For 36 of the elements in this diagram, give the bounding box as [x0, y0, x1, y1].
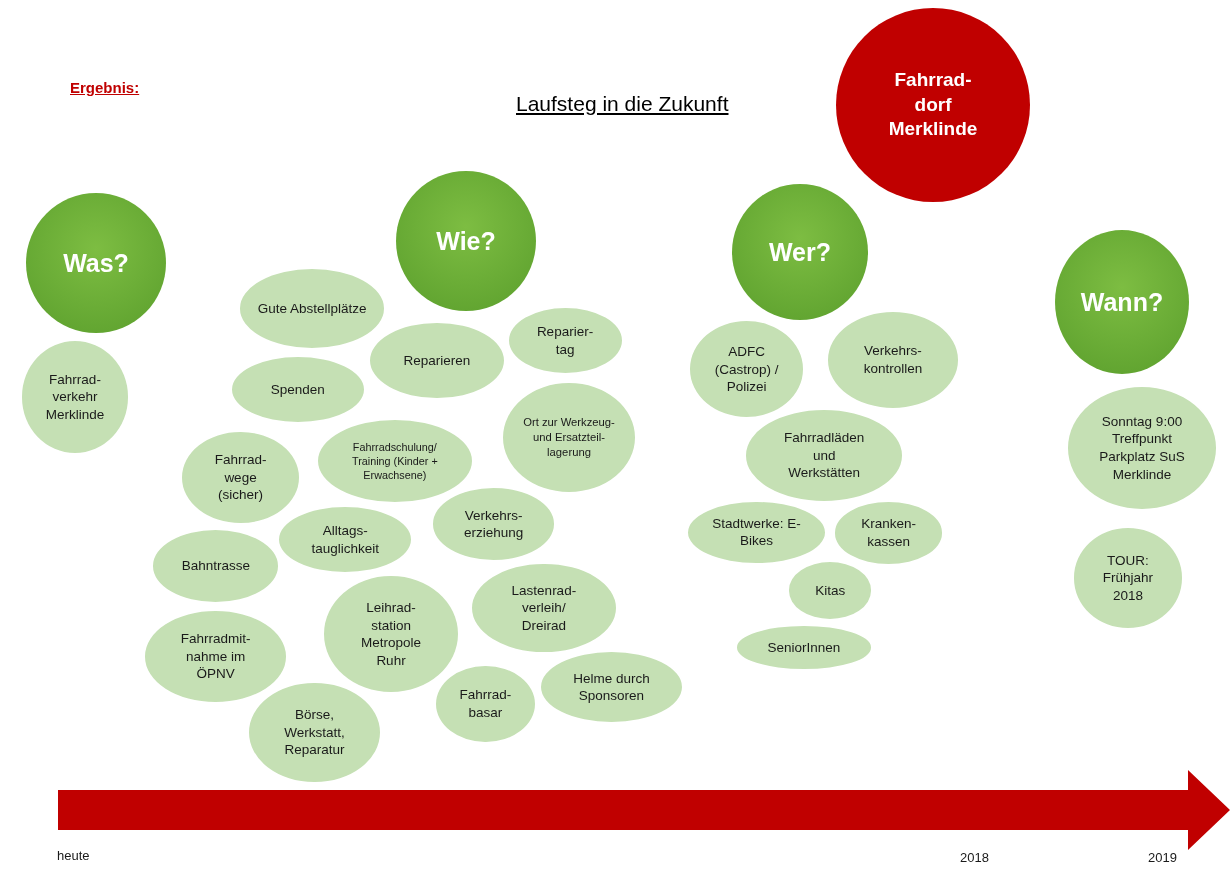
idea-ellipse: Leihrad- station Metropole Ruhr: [322, 574, 460, 695]
idea-ellipse: Fahrrad- verkehr Merklinde: [19, 339, 131, 455]
idea-ellipse: Reparieren: [368, 321, 506, 401]
idea-ellipse: Bahntrasse: [151, 528, 281, 605]
title: Laufsteg in die Zukunft: [516, 92, 729, 116]
idea-ellipse: Ort zur Werkzeug- und Ersatzteil- lagerung: [501, 380, 637, 495]
idea-ellipse: Sonntag 9:00 Treffpunkt Parkplatz SuS Merklinde: [1066, 385, 1218, 511]
idea-ellipse: Reparier- tag: [506, 306, 624, 376]
section-label: Ergebnis:: [70, 79, 140, 96]
idea-ellipse: Fahrradmit- nahme im ÖPNV: [143, 609, 288, 704]
idea-ellipse: Gute Abstellplätze: [238, 267, 387, 350]
idea-ellipse: Verkehrs- kontrollen: [825, 310, 961, 410]
heading-circle: Wer?: [732, 184, 868, 320]
idea-ellipse: ADFC (Castrop) / Polizei: [688, 319, 806, 420]
idea-ellipse: Fahrradläden und Werkstätten: [744, 408, 905, 503]
timeline-label: heute: [57, 848, 90, 863]
idea-ellipse: Lastenrad- verleih/ Dreirad: [469, 561, 618, 655]
idea-ellipse: Börse, Werkstatt, Reparatur: [247, 680, 382, 784]
heading-circle: Was?: [26, 193, 166, 333]
idea-ellipse: Stadtwerke: E-Bikes: [686, 499, 828, 565]
idea-ellipse: TOUR: Frühjahr 2018: [1072, 526, 1184, 630]
idea-ellipse: Verkehrs- erziehung: [430, 486, 557, 563]
idea-ellipse: Fahrrad- basar: [433, 663, 537, 745]
idea-ellipse: Kranken- kassen: [832, 500, 945, 566]
heading-circle: Wann?: [1055, 230, 1189, 374]
goal-circle: Fahrrad- dorf Merklinde: [836, 8, 1030, 202]
year-label: 2019: [1148, 850, 1177, 865]
idea-ellipse: Fahrrad- wege (sicher): [180, 430, 301, 525]
idea-ellipse: Kitas: [787, 560, 874, 621]
idea-ellipse: Fahrradschulung/ Training (Kinder + Erwachsene): [315, 417, 474, 504]
year-label: 2018: [960, 850, 989, 865]
idea-ellipse: Helme durch Sponsoren: [539, 650, 684, 725]
idea-ellipse: Spenden: [229, 354, 366, 424]
idea-ellipse: Alltags- tauglichkeit: [277, 505, 414, 575]
heading-circle: Wie?: [396, 171, 536, 311]
idea-ellipse: SeniorInnen: [735, 624, 873, 671]
